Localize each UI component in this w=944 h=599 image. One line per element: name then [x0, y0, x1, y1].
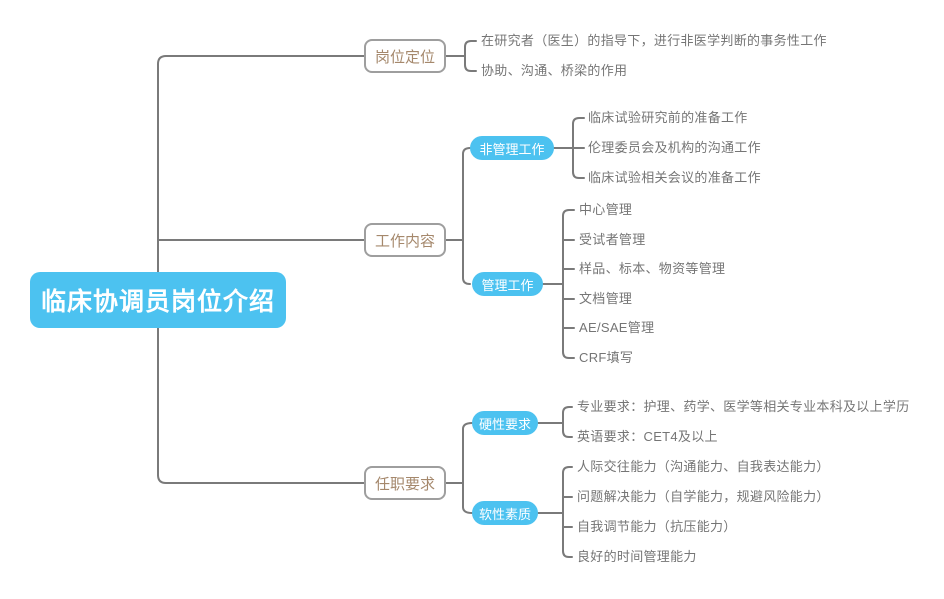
leaf-position-duty-description[interactable]: 在研究者（医生）的指导下，进行非医学判断的事务性工作: [481, 33, 827, 48]
pill-node-non-management-work[interactable]: 非管理工作: [470, 136, 554, 160]
leaf-sample-management[interactable]: 样品、标本、物资等管理: [579, 261, 726, 276]
leaf-subject-management[interactable]: 受试者管理: [579, 232, 646, 247]
leaf-problem-solving[interactable]: 问题解决能力（自学能力，规避风险能力）: [577, 489, 830, 504]
leaf-position-bridge-role[interactable]: 协助、沟通、桥梁的作用: [481, 63, 628, 78]
leaf-crf-filling[interactable]: CRF填写: [579, 350, 634, 365]
pill-node-soft-qualities[interactable]: 软性素质: [472, 501, 538, 525]
leaf-english-requirement[interactable]: 英语要求：CET4及以上: [577, 429, 718, 444]
leaf-interpersonal-skills[interactable]: 人际交往能力（沟通能力、自我表达能力）: [577, 459, 830, 474]
leaf-center-management[interactable]: 中心管理: [579, 202, 633, 217]
pill-node-hard-requirements[interactable]: 硬性要求: [472, 411, 538, 435]
leaf-self-regulation[interactable]: 自我调节能力（抗压能力）: [577, 519, 737, 534]
leaf-ae-sae-management[interactable]: AE/SAE管理: [579, 320, 655, 335]
branch-node-work-content[interactable]: 工作内容: [364, 223, 446, 257]
leaf-trial-preparation[interactable]: 临床试验研究前的准备工作: [588, 110, 748, 125]
leaf-document-management[interactable]: 文档管理: [579, 291, 633, 306]
leaf-meeting-preparation[interactable]: 临床试验相关会议的准备工作: [588, 170, 761, 185]
leaf-ethics-communication[interactable]: 伦理委员会及机构的沟通工作: [588, 140, 761, 155]
pill-node-management-work[interactable]: 管理工作: [472, 272, 543, 296]
branch-node-job-requirements[interactable]: 任职要求: [364, 466, 446, 500]
root-node-clinical-coordinator[interactable]: 临床协调员岗位介绍: [30, 272, 286, 328]
leaf-major-requirement[interactable]: 专业要求：护理、药学、医学等相关专业本科及以上学历: [577, 399, 910, 414]
leaf-time-management[interactable]: 良好的时间管理能力: [577, 549, 697, 564]
branch-node-position-definition[interactable]: 岗位定位: [364, 39, 446, 73]
